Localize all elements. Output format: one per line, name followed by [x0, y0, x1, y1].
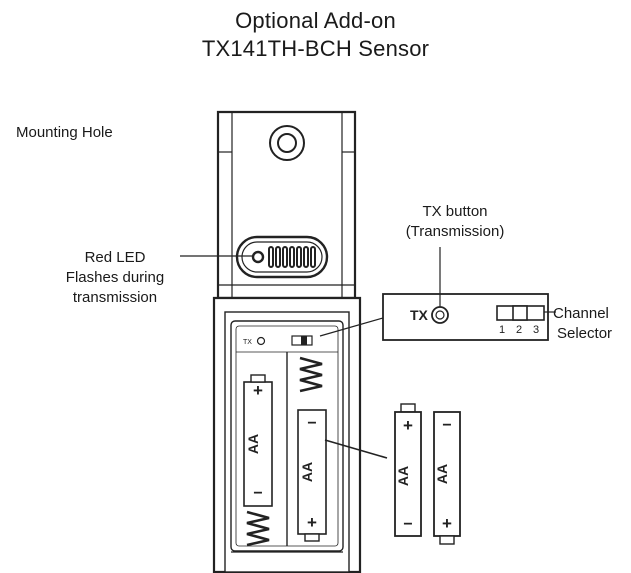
right-cell: − AA +: [297, 356, 327, 542]
loose-battery-1-aa-label: AA: [395, 466, 411, 486]
channel-number-3: 3: [533, 324, 539, 336]
loose-battery-1: + AA −: [394, 403, 422, 537]
red-led-label-line3: transmission: [72, 289, 158, 306]
mounting-hole: [269, 125, 305, 161]
detail-tx-label: TX: [410, 307, 429, 323]
right-cell-aa-label: AA: [299, 462, 315, 482]
loose-battery-2-plus: +: [442, 514, 452, 533]
battery-leader-line: [324, 439, 388, 459]
tx-button-label-line2: (Transmission): [405, 223, 505, 240]
loose-battery-2-aa-label: AA: [434, 464, 450, 484]
red-led-label-line1: Red LED: [84, 249, 146, 266]
detail-leader-line: [319, 317, 384, 337]
channel-number-2: 2: [516, 324, 522, 336]
left-cell: + AA −: [243, 374, 273, 547]
channel-number-1: 1: [499, 324, 505, 336]
right-cell-minus: −: [307, 415, 316, 432]
left-cell-minus: −: [253, 485, 262, 502]
channel-selector-label-line1: Channel: [553, 305, 609, 322]
led-grille: [268, 246, 316, 268]
left-cell-aa-label: AA: [245, 434, 261, 454]
loose-battery-2: − AA +: [433, 411, 461, 545]
battery-compartment: TX + AA − − AA +: [212, 296, 362, 573]
right-cell-spring: [299, 356, 323, 393]
mounting-hole-label: Mounting Hole: [16, 124, 113, 141]
left-cell-plus: +: [253, 381, 263, 400]
red-led-icon: [251, 250, 265, 264]
loose-battery-2-minus: −: [442, 417, 451, 434]
compartment-tx-button-icon: [256, 336, 266, 346]
red-led-window: [235, 235, 329, 279]
diagram-title-line2: TX141TH-BCH Sensor: [201, 36, 430, 61]
right-cell-plus: +: [307, 513, 317, 532]
diagram-title-line1: Optional Add-on: [235, 8, 396, 33]
channel-selector-label: Channel Selector: [553, 304, 612, 344]
channel-selector-label-line2: Selector: [557, 325, 613, 342]
red-led-label: Red LED Flashes during transmission: [40, 248, 190, 308]
tx-button-label-line1: TX button: [422, 203, 488, 220]
loose-battery-1-minus: −: [403, 516, 412, 533]
red-led-label-line2: Flashes during: [65, 269, 165, 286]
loose-battery-1-plus: +: [403, 416, 413, 435]
tx-channel-detail-panel: TX 1 2 3: [382, 293, 549, 341]
compartment-tx-label: TX: [243, 339, 252, 346]
left-cell-spring: [246, 510, 270, 547]
tx-button-label: TX button (Transmission): [385, 202, 525, 242]
channel-switch-slider: [512, 305, 528, 321]
